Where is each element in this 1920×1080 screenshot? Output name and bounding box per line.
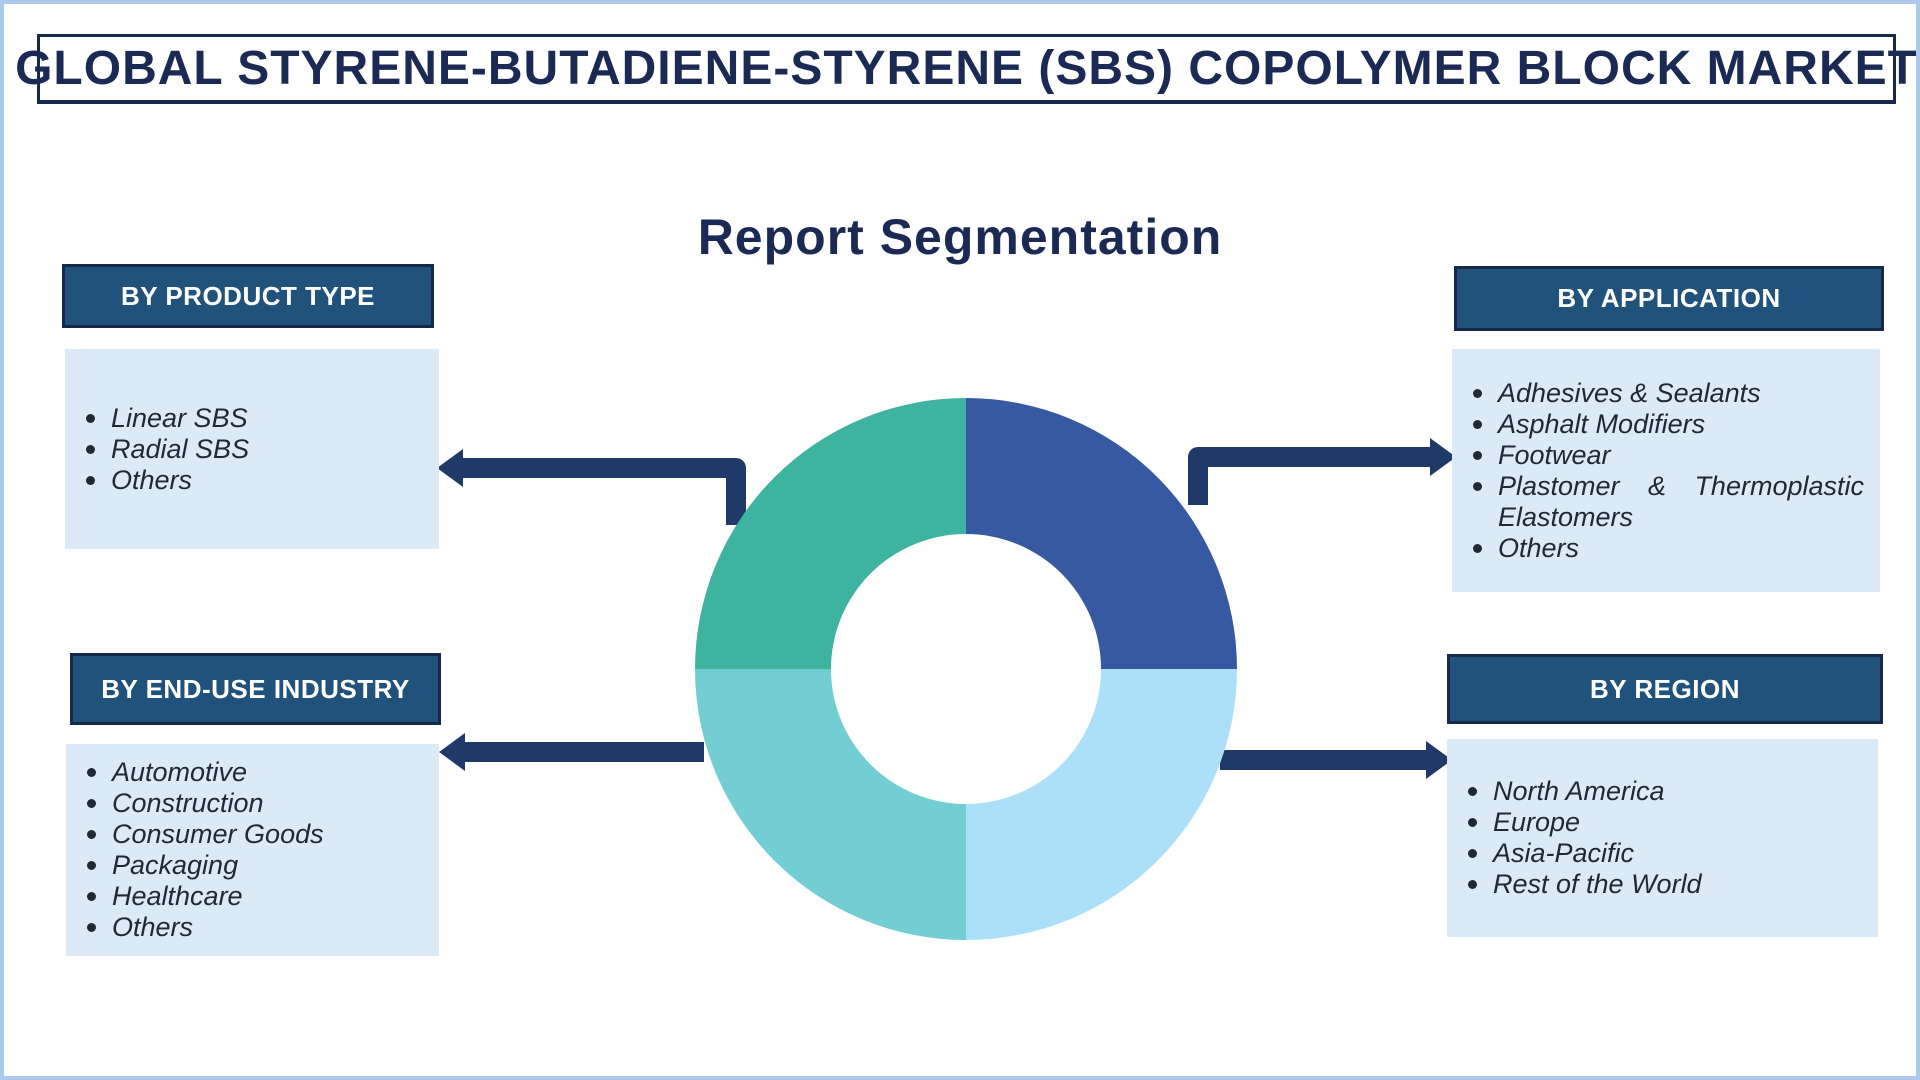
- list-item: Others: [66, 912, 423, 943]
- header-by-end-use-industry: BY END-USE INDUSTRY: [70, 653, 441, 725]
- list-item: Asphalt Modifiers: [1452, 409, 1864, 440]
- list-item: Consumer Goods: [66, 819, 423, 850]
- list-item: Packaging: [66, 850, 423, 881]
- list-item: Plastomer & Thermoplastic Elastomers: [1452, 471, 1864, 533]
- arrow-application: [1188, 438, 1456, 505]
- arrow-end-use-head-icon: [439, 733, 465, 771]
- donut-segment-ne: [966, 398, 1237, 669]
- list-item: Adhesives & Sealants: [1452, 378, 1864, 409]
- arrow-region: [1220, 741, 1452, 779]
- list-item: Asia-Pacific: [1447, 838, 1862, 869]
- list-item: Radial SBS: [65, 434, 423, 465]
- diagram-canvas: [437, 398, 1456, 940]
- section-heading: Report Segmentation: [697, 209, 1223, 265]
- list-item: Automotive: [66, 757, 423, 788]
- arrow-region-head-icon: [1426, 741, 1452, 779]
- donut-chart: [695, 398, 1237, 940]
- arrow-application-shaft: [1188, 447, 1438, 505]
- header-by-application: BY APPLICATION: [1454, 266, 1884, 331]
- title-box: GLOBAL STYRENE-BUTADIENE-STYRENE (SBS) C…: [15, 34, 1916, 104]
- list-item: Others: [1452, 533, 1864, 564]
- list-item: Linear SBS: [65, 403, 423, 434]
- donut-segment-nw: [695, 398, 966, 669]
- list-item: Footwear: [1452, 440, 1864, 471]
- donut-segment-sw: [695, 669, 966, 940]
- header-by-product-type: BY PRODUCT TYPE: [62, 264, 434, 328]
- list-item: Others: [65, 465, 423, 496]
- list-item: North America: [1447, 776, 1862, 807]
- list-item: Healthcare: [66, 881, 423, 912]
- page-title: GLOBAL STYRENE-BUTADIENE-STYRENE (SBS) C…: [15, 42, 1918, 95]
- header-by-region: BY REGION: [1447, 654, 1883, 724]
- arrow-end-use: [439, 733, 704, 771]
- list-item: Rest of the World: [1447, 869, 1862, 900]
- arrow-product-type: [437, 449, 746, 525]
- list-item: Europe: [1447, 807, 1862, 838]
- list-item: Construction: [66, 788, 423, 819]
- arrow-application-head-icon: [1430, 438, 1456, 476]
- arrow-product-type-shaft: [455, 458, 746, 525]
- donut-segment-se: [966, 669, 1237, 940]
- arrow-product-type-head-icon: [437, 449, 463, 487]
